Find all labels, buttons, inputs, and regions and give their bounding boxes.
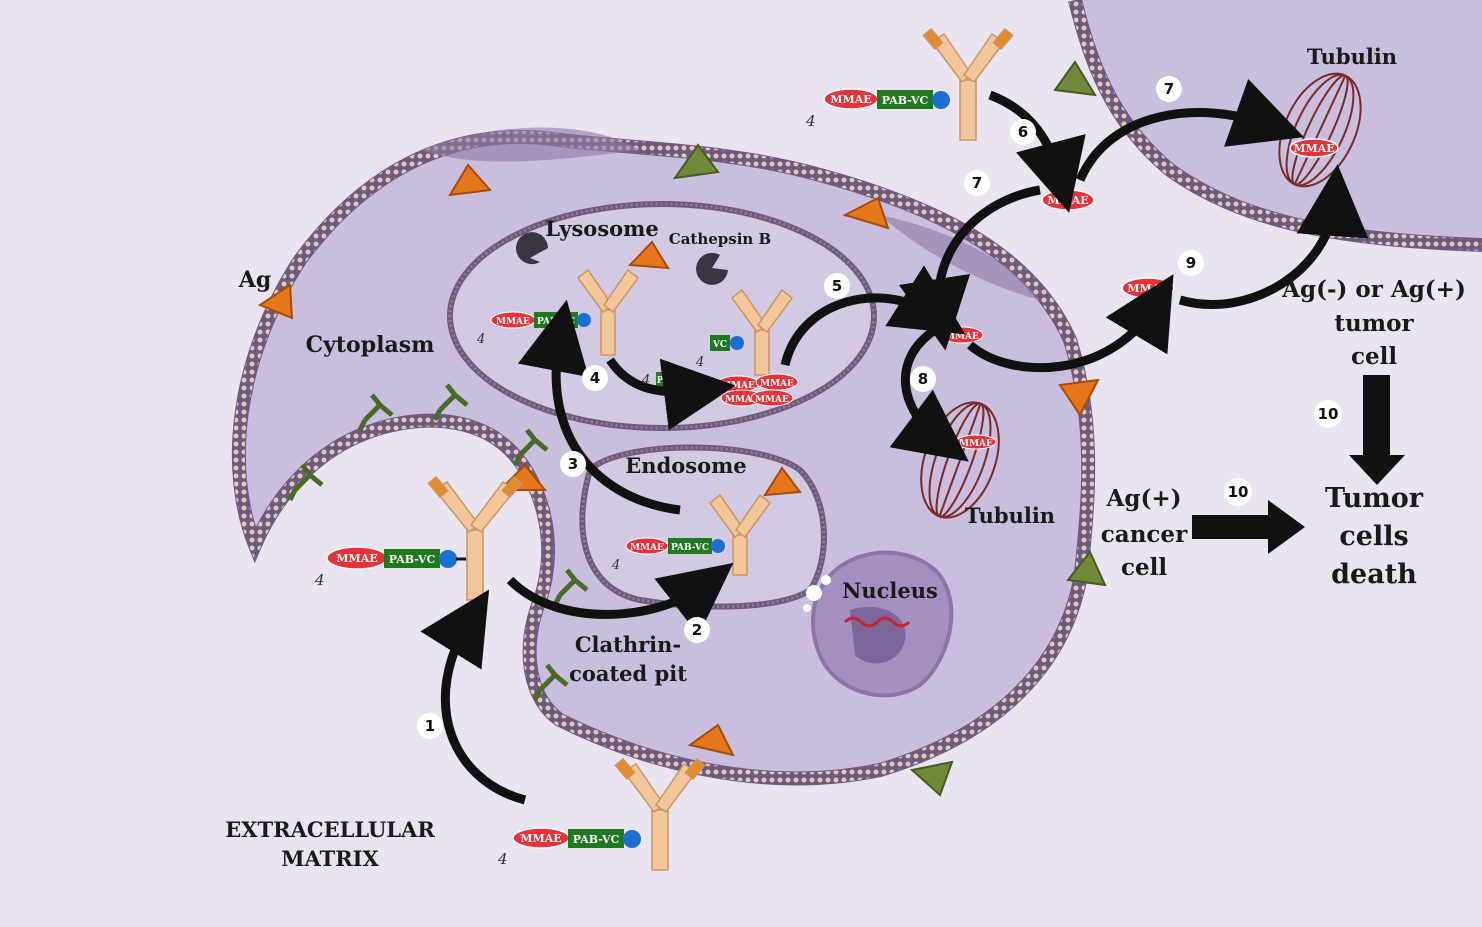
clathrin-molecules [287,383,589,702]
step-badge: 3 [560,451,586,477]
svg-text:MMAE: MMAE [760,379,794,389]
label-death-2: cells [1339,521,1408,552]
label-agpos-1: Ag(+) [1106,485,1182,512]
label-ag: Ag [238,267,271,293]
svg-text:MMAE: MMAE [959,439,993,449]
svg-text:MMAE: MMAE [830,93,871,106]
svg-text:4: 4 [497,850,508,868]
svg-text:4: 4 [476,332,485,347]
step-badge: 7 [964,170,990,196]
svg-text:2: 2 [692,621,702,639]
label-cytoplasm: Cytoplasm [306,332,435,358]
label-ecm-1: EXTRACELLULAR [225,817,435,842]
svg-text:10: 10 [1318,405,1339,423]
label-tubulin-outer: Tubulin [1307,44,1397,69]
svg-text:4: 4 [314,571,325,589]
antibodies [427,27,1014,871]
svg-text:PAB-VC: PAB-VC [882,94,929,107]
svg-text:MMAE: MMAE [725,395,759,405]
step-badge: 6 [1010,119,1036,145]
svg-text:MMAE: MMAE [755,395,789,405]
svg-text:MMAE: MMAE [630,543,664,553]
svg-text:MMAE: MMAE [945,332,979,342]
step-badges: 1 2 3 4 5 6 7 7 8 9 10 10 [417,76,1342,739]
svg-text:PAB-VC: PAB-VC [389,553,436,566]
label-agneg-1: Ag(-) or Ag(+) [1281,276,1466,303]
svg-text:MMAE: MMAE [1047,194,1088,207]
svg-text:MMAE: MMAE [520,832,561,845]
svg-text:PAB-VC: PAB-VC [537,317,575,327]
svg-text:PAB: PAB [657,376,678,386]
label-agpos-3: cell [1121,554,1167,581]
svg-text:MMAE: MMAE [721,381,755,391]
svg-text:4: 4 [695,355,704,370]
svg-text:1: 1 [425,717,435,735]
label-ecm-2: MATRIX [281,846,379,871]
step-badge: 2 [684,617,710,643]
step-badge: 10 [1314,400,1342,428]
label-cathepsin: Cathepsin B [669,230,771,248]
svg-text:4: 4 [611,558,620,573]
cathepsin-b-icons [516,232,728,285]
svg-text:MMAE: MMAE [1127,282,1168,295]
label-death-1: Tumor [1325,483,1424,514]
svg-text:4: 4 [590,369,600,387]
step-badge: 5 [824,273,850,299]
svg-text:7: 7 [972,174,982,192]
step-badge: 9 [1178,250,1204,276]
ag-antigen [257,283,294,320]
label-agneg-3: cell [1351,343,1397,370]
step-badge: 10 [1224,478,1252,506]
step-badge: 4 [582,365,608,391]
antigens [257,60,1107,797]
svg-text:PAB-VC: PAB-VC [671,543,709,553]
svg-text:MMAE: MMAE [496,317,530,327]
label-clathrin-1: Clathrin- [575,632,681,657]
label-lysosome: Lysosome [545,216,658,241]
step-badge: 7 [1156,76,1182,102]
death-arrows [1192,375,1405,554]
svg-text:9: 9 [1186,254,1196,272]
label-agpos-2: cancer [1101,521,1188,548]
svg-text:MMAE: MMAE [1293,142,1334,155]
svg-text:8: 8 [918,370,928,388]
svg-text:PAB-VC: PAB-VC [573,833,620,846]
label-death-3: death [1331,559,1417,590]
label-nucleus: Nucleus [842,578,938,603]
label-endosome: Endosome [625,453,746,478]
svg-text:4: 4 [805,112,816,130]
label-tubulin-inner: Tubulin [965,503,1055,528]
label-clathrin-2: coated pit [569,661,687,686]
svg-text:3: 3 [568,455,578,473]
svg-text:6: 6 [1018,123,1028,141]
pathway-arrows [420,79,1369,805]
step-badge: 8 [910,366,936,392]
svg-text:VC: VC [712,340,727,350]
svg-text:MMAE: MMAE [336,552,377,565]
label-agneg-2: tumor [1334,310,1414,337]
diagram-labels: Ag Cytoplasm Lysosome Cathepsin B Endoso… [225,44,1466,871]
step-badge: 1 [417,713,443,739]
svg-text:10: 10 [1228,483,1249,501]
svg-text:4: 4 [641,373,650,388]
svg-text:5: 5 [832,277,842,295]
nucleus [803,550,954,698]
svg-text:7: 7 [1164,80,1174,98]
